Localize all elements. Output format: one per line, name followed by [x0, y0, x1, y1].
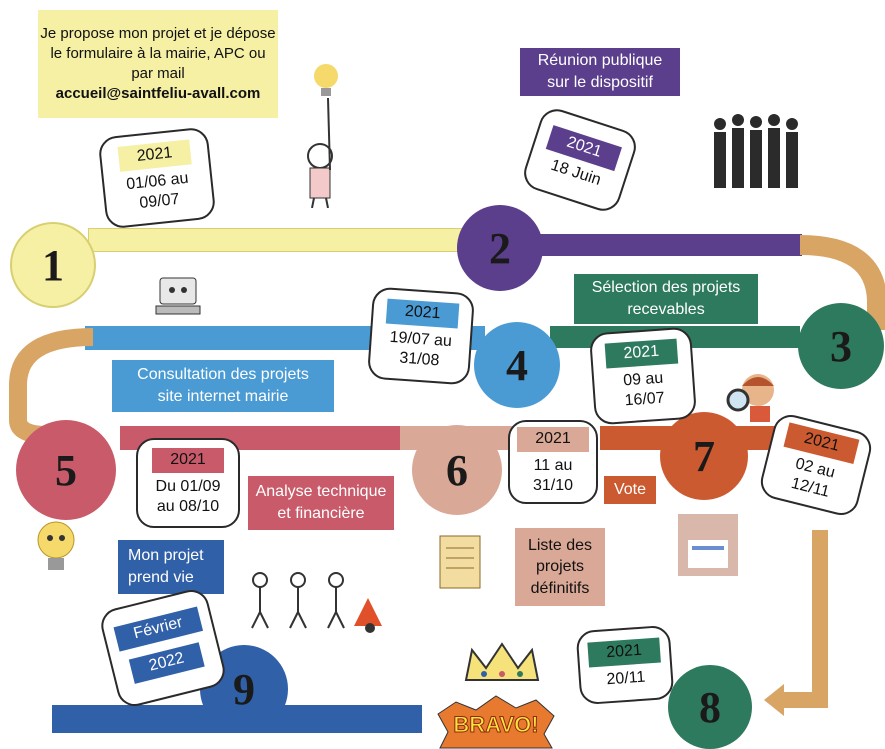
scroll-icon	[439, 535, 481, 589]
step-7-text: Vote	[613, 481, 647, 499]
step-6-description: Liste des projets définitifs	[515, 528, 605, 606]
step-1-circle: 1	[10, 222, 96, 308]
step-8-circle: 8	[668, 665, 752, 749]
bravo-text: BRAVO!	[453, 712, 538, 737]
step-3-circle: 3	[798, 303, 884, 389]
step-4-date-card: 2021 19/07 au 31/08	[366, 286, 476, 386]
step-4-date-line1: 19/07 au	[389, 328, 453, 350]
step-8-year: 2021	[587, 637, 661, 668]
step-2-text-line1: Réunion publique	[537, 52, 663, 70]
step-2-circle: 2	[457, 205, 543, 291]
step-4-date-line2: 31/08	[398, 349, 440, 370]
step-4-number: 4	[506, 340, 528, 390]
step-1-year: 2021	[117, 139, 192, 172]
path-curve-left	[9, 328, 94, 444]
step-6-text-line3: définitifs	[530, 579, 590, 597]
step-5-text-line2: et financière	[277, 505, 365, 522]
step-1-email: accueil@saintfeliu-avall.com	[55, 85, 261, 103]
step-9-number: 9	[233, 664, 255, 714]
step-1-date-card: 2021 01/06 au 09/07	[97, 126, 217, 230]
step-3-date-card: 2021 09 au 16/07	[588, 326, 698, 426]
step-5-date-card: 2021 Du 01/09 au 08/10	[136, 438, 240, 528]
step-4-circle: 4	[474, 322, 560, 408]
step-2-number: 2	[489, 223, 511, 273]
step-6-text-line2: projets	[535, 558, 585, 576]
bravo-icon: BRAVO!	[437, 695, 555, 749]
crown-icon	[464, 642, 540, 681]
lightbulb-person-icon	[307, 64, 338, 208]
step-3-date-line2: 16/07	[624, 389, 666, 410]
step-5-date-line1: Du 01/09	[155, 477, 221, 495]
step-2-text-line2: sur le dispositif	[547, 74, 653, 91]
step-9-description: Mon projet prend vie	[118, 540, 224, 594]
computer-mascot-icon	[155, 277, 201, 315]
step-3-description: Sélection des projets recevables	[574, 274, 758, 324]
ballot-icon	[678, 514, 738, 576]
path-band-2-3	[540, 234, 802, 256]
step-9-year: 2022	[128, 642, 205, 684]
step-2-date-card: 2021 18 Juin	[519, 104, 641, 216]
step-6-circle: 6	[412, 425, 502, 515]
step-9-text-line2: prend vie	[128, 569, 194, 586]
step-8-date: 20/11	[605, 668, 646, 689]
step-3-date-line1: 09 au	[622, 369, 664, 389]
path-curve-right	[799, 235, 885, 330]
step-4-text-line1: Consultation des projets	[137, 366, 309, 384]
step-6-date-line1: 11 au	[533, 456, 573, 474]
step-4-text-line2: site internet mairie	[157, 388, 289, 405]
step-3-text-line1: Sélection des projets	[591, 279, 741, 297]
path-band-1-2	[88, 228, 470, 252]
step-7-description: Vote	[604, 476, 656, 504]
step-6-year: 2021	[517, 426, 589, 452]
step-3-number: 3	[830, 321, 852, 371]
step-5-description: Analyse technique et financière	[248, 476, 394, 530]
step-6-date-line2: 31/10	[532, 477, 574, 495]
step-3-year: 2021	[604, 338, 678, 369]
step-6-date-card: 2021 11 au 31/10	[508, 420, 598, 504]
step-5-number: 5	[55, 445, 77, 495]
step-5-date-line2: au 08/10	[156, 498, 220, 516]
step-4-year: 2021	[386, 298, 460, 329]
magnifier-kid-icon	[726, 374, 774, 422]
step-9-text-line1: Mon projet	[128, 547, 204, 565]
step-7-number: 7	[693, 431, 715, 481]
step-5-circle: 5	[16, 420, 116, 520]
step-6-text-line1: Liste des	[527, 536, 593, 554]
step-1-text: Je propose mon projet et je dépose le fo…	[40, 24, 276, 83]
step-7-circle: 7	[660, 412, 748, 500]
workers-icon	[251, 572, 382, 633]
step-3-text-line2: recevables	[627, 301, 705, 318]
step-6-number: 6	[446, 445, 468, 495]
step-8-date-card: 2021 20/11	[575, 624, 675, 706]
step-8-number: 8	[699, 682, 721, 732]
step-7-year: 2021	[783, 422, 860, 464]
step-5-text-line1: Analyse technique	[255, 483, 387, 501]
step-1-description: Je propose mon projet et je dépose le fo…	[38, 10, 278, 118]
step-2-description: Réunion publique sur le dispositif	[520, 48, 680, 96]
step-5-year: 2021	[152, 447, 224, 473]
path-arrow-down	[764, 530, 828, 716]
lightbulb-mascot-icon	[37, 521, 75, 570]
step-4-description: Consultation des projets site internet m…	[112, 360, 334, 412]
step-1-date-line2: 09/07	[138, 191, 181, 213]
business-people-icon	[714, 114, 798, 188]
step-1-number: 1	[42, 240, 64, 290]
